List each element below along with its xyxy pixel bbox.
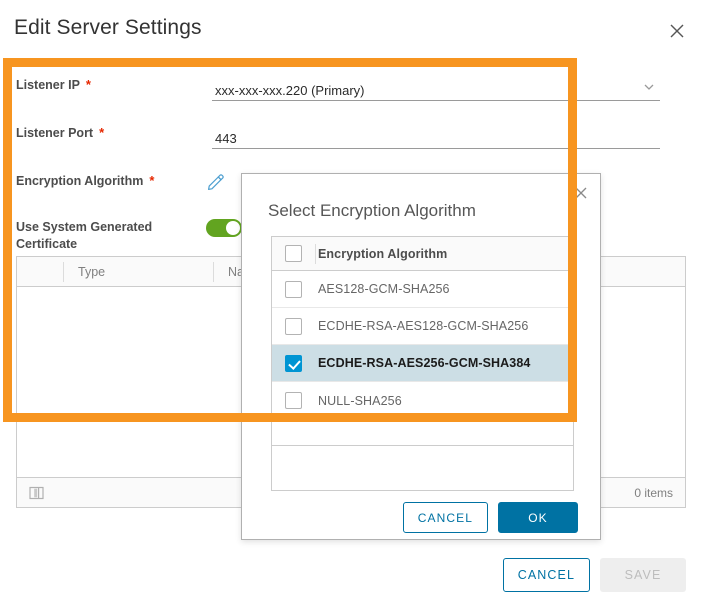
listener-ip-value: xxx-xxx-xxx.220 (Primary) bbox=[215, 83, 365, 98]
row-checkbox-cell bbox=[272, 280, 316, 298]
list-item[interactable]: ECDHE-RSA-AES128-GCM-SHA256 bbox=[272, 308, 573, 345]
item-count-label: 0 items bbox=[634, 485, 673, 500]
encryption-algorithm-list: Encryption Algorithm AES128-GCM-SHA256 E… bbox=[271, 236, 574, 446]
field-label-encryption-algorithm: Encryption Algorithm * bbox=[16, 172, 206, 190]
listener-port-value: 443 bbox=[215, 131, 237, 146]
list-item-label: ECDHE-RSA-AES256-GCM-SHA384 bbox=[318, 356, 531, 370]
label-text: Listener IP bbox=[16, 78, 80, 92]
modal-ok-button[interactable]: OK bbox=[498, 502, 578, 533]
column-picker-icon[interactable] bbox=[29, 486, 45, 500]
row-checkbox-cell bbox=[272, 317, 316, 335]
field-label-use-system-generated-certificate: Use System Generated Certificate bbox=[16, 220, 153, 251]
row-checkbox-cell bbox=[272, 354, 316, 372]
list-item[interactable]: AES128-GCM-SHA256 bbox=[272, 271, 573, 308]
chevron-down-icon[interactable] bbox=[642, 80, 656, 94]
table-column-header-0[interactable] bbox=[17, 262, 63, 282]
close-icon[interactable] bbox=[664, 18, 690, 44]
label-text: Listener Port bbox=[16, 126, 94, 140]
row-checkbox[interactable] bbox=[285, 354, 302, 372]
listener-port-input[interactable]: 443 bbox=[212, 124, 660, 149]
close-icon[interactable] bbox=[570, 182, 592, 204]
field-label-listener-port: Listener Port * bbox=[16, 124, 206, 142]
list-item-label: ECDHE-RSA-AES128-GCM-SHA256 bbox=[318, 319, 529, 333]
row-checkbox-cell bbox=[272, 392, 316, 409]
table-column-header-type[interactable]: Type bbox=[63, 261, 213, 282]
field-label-listener-ip: Listener IP * bbox=[16, 76, 206, 94]
required-marker: * bbox=[149, 173, 155, 188]
save-button: SAVE bbox=[600, 558, 686, 592]
dialog-footer-buttons: CANCEL SAVE bbox=[502, 558, 686, 592]
label-text: Encryption Algorithm bbox=[16, 174, 144, 188]
listener-ip-select[interactable]: xxx-xxx-xxx.220 (Primary) bbox=[212, 76, 660, 101]
list-column-header-label: Encryption Algorithm bbox=[318, 246, 448, 261]
required-marker: * bbox=[99, 125, 105, 140]
list-item[interactable]: NULL-SHA256 bbox=[272, 382, 573, 419]
modal-cancel-button[interactable]: CANCEL bbox=[402, 502, 488, 533]
toggle-knob bbox=[226, 221, 240, 235]
select-encryption-algorithm-modal: Select Encryption Algorithm Encryption A… bbox=[241, 173, 601, 540]
list-item[interactable]: ECDHE-RSA-AES256-GCM-SHA384 bbox=[272, 345, 573, 382]
list-empty-area bbox=[271, 446, 574, 491]
list-item-label: NULL-SHA256 bbox=[318, 393, 402, 408]
row-checkbox[interactable] bbox=[285, 317, 302, 335]
row-checkbox[interactable] bbox=[285, 392, 302, 409]
required-marker: * bbox=[85, 77, 91, 92]
use-system-generated-certificate-toggle[interactable] bbox=[206, 219, 242, 237]
row-checkbox[interactable] bbox=[285, 280, 302, 298]
cancel-button[interactable]: CANCEL bbox=[502, 558, 590, 592]
list-header-row: Encryption Algorithm bbox=[272, 237, 573, 271]
select-all-checkbox[interactable] bbox=[285, 245, 302, 262]
modal-title: Select Encryption Algorithm bbox=[268, 201, 476, 220]
select-all-checkbox-cell bbox=[272, 243, 316, 264]
modal-footer-buttons: CANCEL OK bbox=[402, 502, 578, 533]
pencil-icon[interactable] bbox=[206, 172, 226, 192]
page-title: Edit Server Settings bbox=[14, 16, 202, 39]
list-item-label: AES128-GCM-SHA256 bbox=[318, 282, 450, 296]
